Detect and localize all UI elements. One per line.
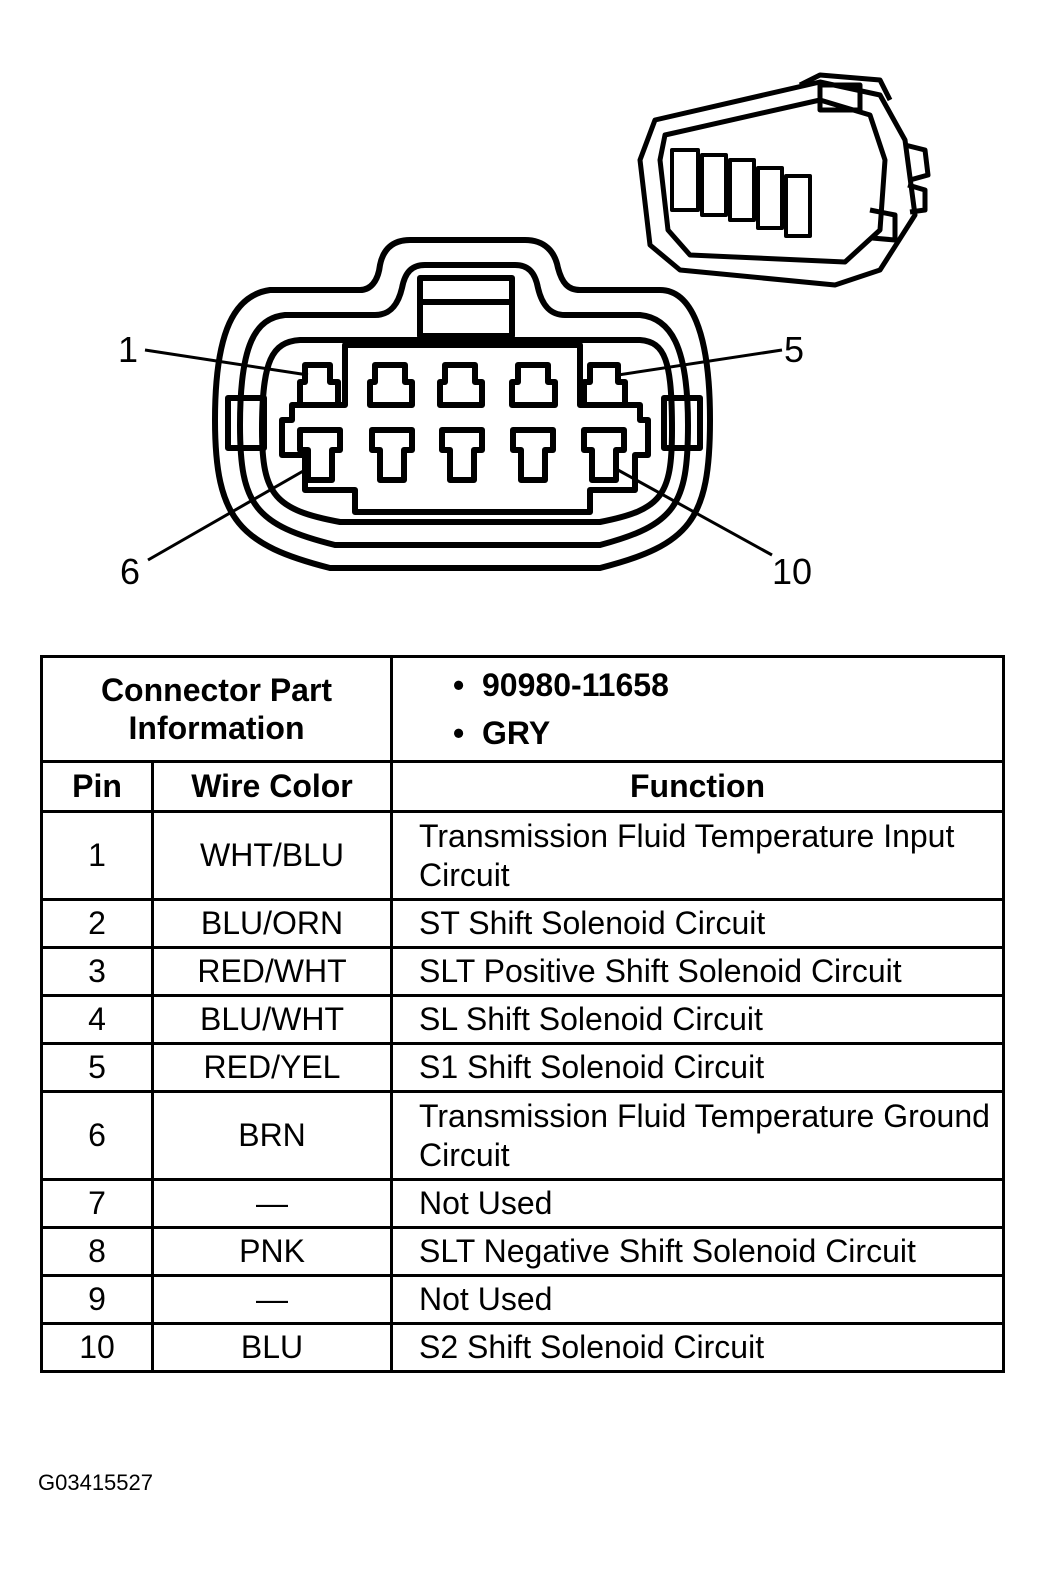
pin-function: SLT Negative Shift Solenoid Circuit bbox=[390, 1226, 1006, 1277]
connector-color: • GRY bbox=[453, 715, 551, 751]
pin-function: SL Shift Solenoid Circuit bbox=[390, 994, 1006, 1045]
wire-color: — bbox=[150, 1274, 394, 1325]
header-wire-color: Wire Color bbox=[150, 760, 394, 813]
part-number-value: 90980-11658 bbox=[482, 667, 669, 703]
pin-function: S2 Shift Solenoid Circuit bbox=[390, 1322, 1006, 1373]
callout-pin-6: 6 bbox=[120, 551, 140, 592]
part-number: • 90980-11658 bbox=[453, 667, 669, 703]
header-row: Pin Wire Color Function bbox=[40, 760, 1006, 813]
wire-color: BRN bbox=[150, 1090, 394, 1181]
wire-color: BLU/WHT bbox=[150, 994, 394, 1045]
pin-number: 4 bbox=[40, 994, 154, 1045]
pin-number: 3 bbox=[40, 946, 154, 997]
pin-number: 10 bbox=[40, 1322, 154, 1373]
table-row: 4 BLU/WHT SL Shift Solenoid Circuit bbox=[40, 994, 1006, 1045]
connector-pinout-table: Connector Part Information • 90980-11658… bbox=[39, 655, 1006, 1373]
part-info-values: • 90980-11658 • GRY bbox=[390, 655, 1006, 763]
table-row: 2 BLU/ORN ST Shift Solenoid Circuit bbox=[40, 898, 1006, 949]
table-row: 10 BLU S2 Shift Solenoid Circuit bbox=[40, 1322, 1006, 1373]
pin-function: Not Used bbox=[390, 1178, 1006, 1229]
pin-function: Transmission Fluid Temperature Ground Ci… bbox=[390, 1090, 1006, 1181]
pin-function: S1 Shift Solenoid Circuit bbox=[390, 1042, 1006, 1093]
wire-color: BLU bbox=[150, 1322, 394, 1373]
table-row: 1 WHT/BLU Transmission Fluid Temperature… bbox=[40, 810, 1006, 901]
connector-face bbox=[212, 237, 713, 571]
pin-number: 1 bbox=[40, 810, 154, 901]
wire-color: — bbox=[150, 1178, 394, 1229]
table-row: 6 BRN Transmission Fluid Temperature Gro… bbox=[40, 1090, 1006, 1181]
part-info-row: Connector Part Information • 90980-11658… bbox=[39, 655, 1006, 763]
table-row: 7 — Not Used bbox=[40, 1178, 1006, 1229]
callout-pin-5: 5 bbox=[784, 329, 804, 370]
connector-perspective-illustration bbox=[637, 72, 931, 288]
header-pin: Pin bbox=[40, 760, 154, 813]
pin-number: 8 bbox=[40, 1226, 154, 1277]
wire-color: RED/YEL bbox=[150, 1042, 394, 1093]
wire-color: BLU/ORN bbox=[150, 898, 394, 949]
table-row: 3 RED/WHT SLT Positive Shift Solenoid Ci… bbox=[40, 946, 1006, 997]
connector-diagram: 1 5 6 10 bbox=[118, 72, 931, 592]
pin-number: 9 bbox=[40, 1274, 154, 1325]
table-row: 8 PNK SLT Negative Shift Solenoid Circui… bbox=[40, 1226, 1006, 1277]
pin-number: 5 bbox=[40, 1042, 154, 1093]
pin-number: 2 bbox=[40, 898, 154, 949]
header-function: Function bbox=[390, 760, 1006, 813]
table-row: 5 RED/YEL S1 Shift Solenoid Circuit bbox=[40, 1042, 1006, 1093]
callout-leaders bbox=[144, 348, 783, 562]
wire-color: WHT/BLU bbox=[150, 810, 394, 901]
part-info-label: Connector Part Information bbox=[39, 655, 394, 763]
wire-color: RED/WHT bbox=[150, 946, 394, 997]
wire-color: PNK bbox=[150, 1226, 394, 1277]
pin-number: 6 bbox=[40, 1090, 154, 1181]
pin-function: Transmission Fluid Temperature Input Cir… bbox=[390, 810, 1006, 901]
pin-function: ST Shift Solenoid Circuit bbox=[390, 898, 1006, 949]
pin-function: SLT Positive Shift Solenoid Circuit bbox=[390, 946, 1006, 997]
pin-number: 7 bbox=[40, 1178, 154, 1229]
figure-id: G03415527 bbox=[38, 1470, 153, 1495]
table-row: 9 — Not Used bbox=[40, 1274, 1006, 1325]
pin-function: Not Used bbox=[390, 1274, 1006, 1325]
callout-pin-1: 1 bbox=[118, 329, 138, 370]
callout-pin-10: 10 bbox=[772, 551, 812, 592]
connector-color-value: GRY bbox=[482, 715, 551, 751]
